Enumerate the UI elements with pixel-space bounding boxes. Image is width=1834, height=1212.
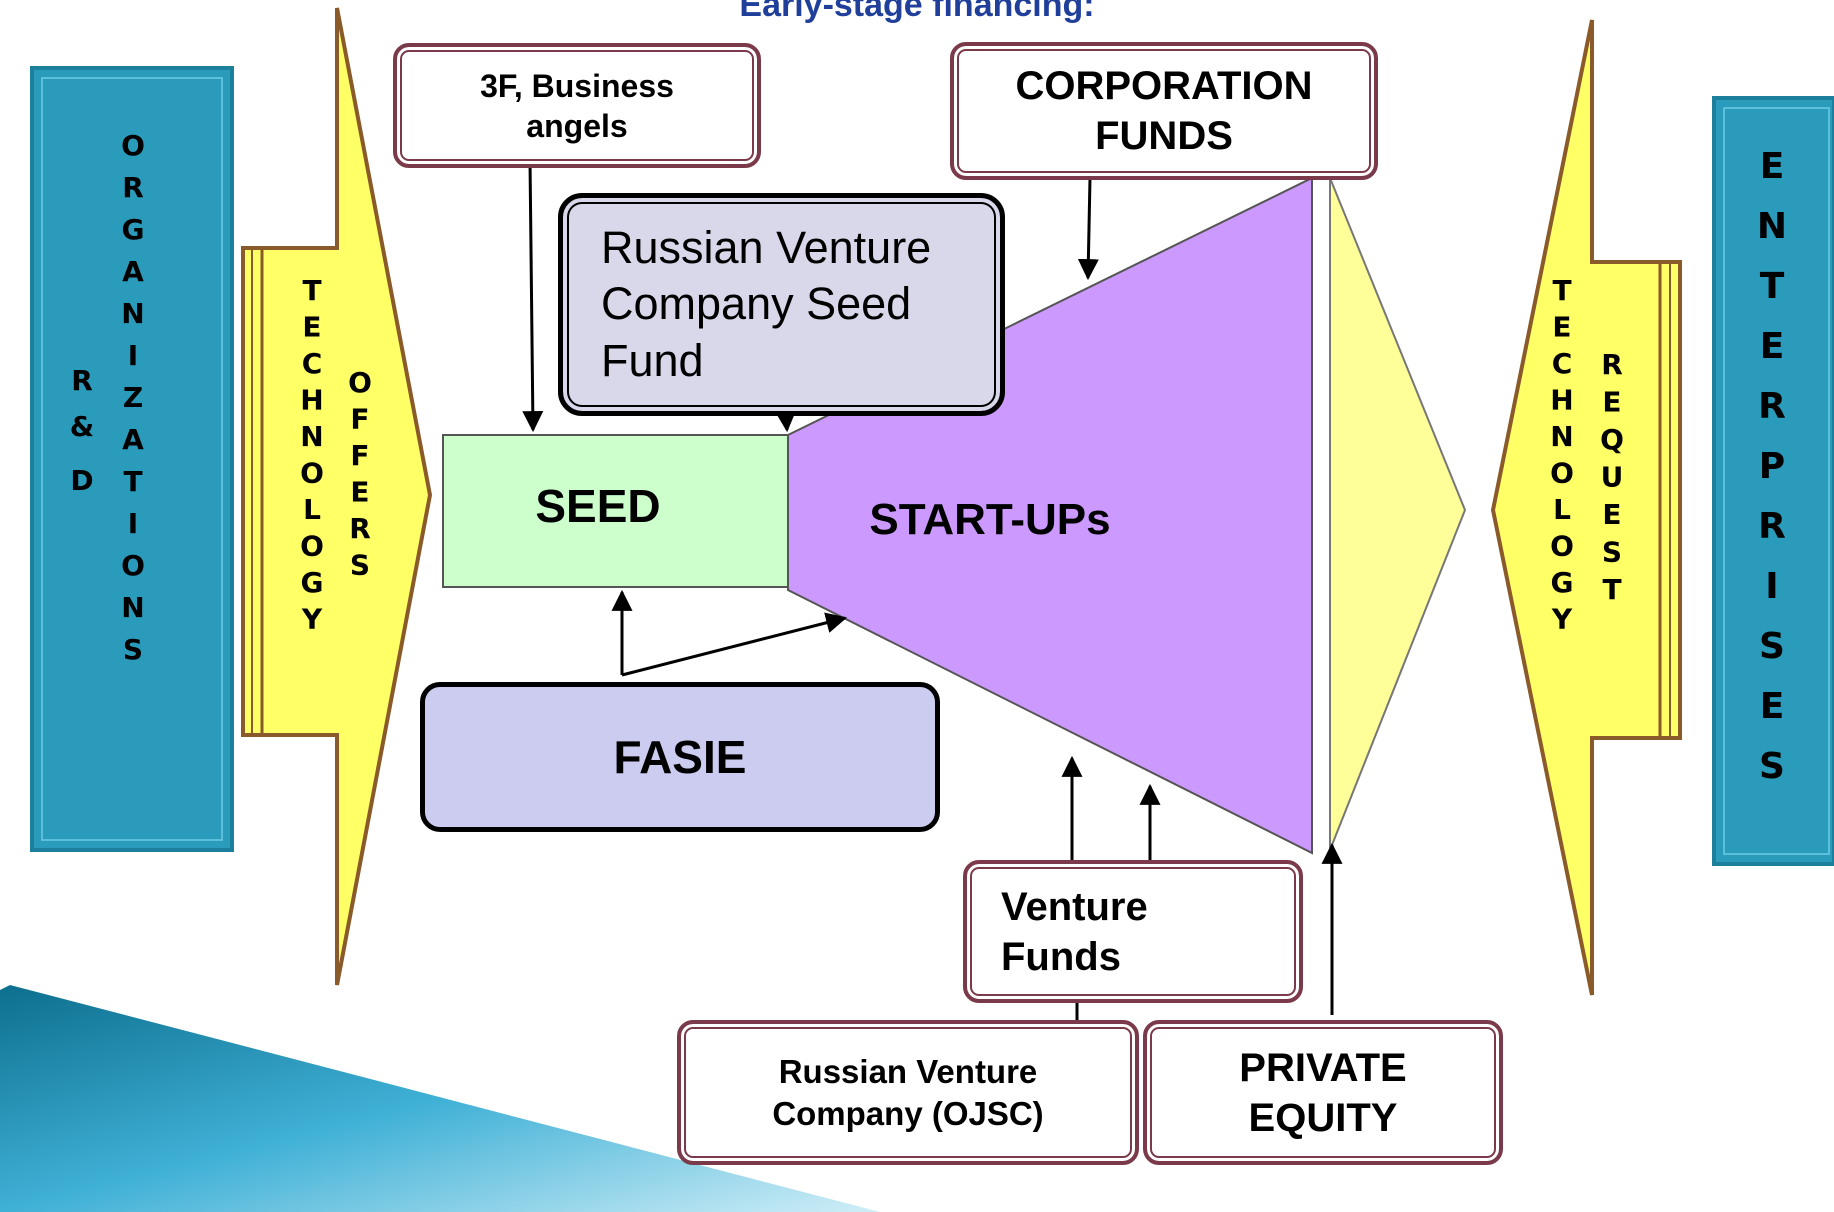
venture-funds-box: Venture Funds bbox=[963, 860, 1303, 1003]
request-letter: S bbox=[1602, 536, 1622, 569]
organizations-letter: I bbox=[128, 507, 138, 540]
enterprises-letter: R bbox=[1758, 506, 1786, 547]
request-letter: R bbox=[1601, 348, 1623, 381]
technology-right-letter: N bbox=[1550, 420, 1573, 453]
enterprises-letter: P bbox=[1759, 446, 1785, 487]
enterprises-letter: E bbox=[1760, 146, 1785, 187]
technology-right-letter: C bbox=[1552, 347, 1573, 380]
organizations-letter: I bbox=[128, 339, 138, 372]
request-letter: T bbox=[1602, 573, 1621, 606]
technology-left-letter: C bbox=[302, 347, 323, 380]
technology-right-letter: O bbox=[1550, 457, 1574, 490]
technology-offers-arrow bbox=[241, 7, 433, 986]
arrow-fasie-to-startups bbox=[621, 612, 848, 677]
technology-left-letter: H bbox=[300, 384, 323, 417]
offers-letter: F bbox=[350, 403, 369, 436]
venture-funds-text: Venture Funds bbox=[1001, 884, 1148, 979]
technology-right-letter: L bbox=[1553, 493, 1571, 526]
technology-left-letter: O bbox=[300, 530, 324, 563]
technology-left-letter: L bbox=[303, 493, 321, 526]
startups-label-wrap: START-UPs bbox=[840, 480, 1140, 560]
diagram-title: Early-stage financing: bbox=[739, 0, 1095, 24]
organizations-letter: N bbox=[121, 591, 144, 624]
offers-letter: R bbox=[349, 512, 371, 545]
offers-letter: S bbox=[350, 549, 370, 582]
angels-text: 3F, Business angels bbox=[480, 67, 674, 144]
technology-right-letter: T bbox=[1552, 274, 1571, 307]
enterprises-panel bbox=[1712, 96, 1834, 866]
request-letter: E bbox=[1602, 498, 1621, 531]
request-letter: Q bbox=[1600, 423, 1624, 456]
technology-left-letter: E bbox=[302, 311, 321, 344]
organizations-letter: A bbox=[122, 423, 144, 456]
rvc-ojsc-box: Russian Venture Company (OJSC) bbox=[677, 1020, 1139, 1165]
organizations-letter: A bbox=[122, 255, 144, 288]
enterprises-letter: S bbox=[1759, 626, 1785, 667]
enterprises-letter: R bbox=[1758, 386, 1786, 427]
angels-box: 3F, Business angels bbox=[393, 43, 761, 168]
enterprises-letter: S bbox=[1759, 746, 1785, 787]
enterprises-letter: T bbox=[1760, 266, 1785, 307]
enterprises-letter: E bbox=[1760, 326, 1785, 367]
rvc-seed-fund-box: Russian Venture Company Seed Fund bbox=[558, 193, 1005, 416]
organizations-letter: N bbox=[121, 297, 144, 330]
technology-left-letter: N bbox=[300, 420, 323, 453]
technology-left-letter: G bbox=[301, 566, 324, 599]
enterprises-letter: E bbox=[1760, 686, 1785, 727]
offers-letter: F bbox=[350, 439, 369, 472]
private-equity-box: PRIVATE EQUITY bbox=[1143, 1020, 1503, 1165]
organizations-letter: S bbox=[123, 633, 143, 666]
fasie-box: FASIE bbox=[420, 682, 940, 832]
organizations-letter: G bbox=[122, 213, 145, 246]
corporation-funds-box: CORPORATION FUNDS bbox=[950, 42, 1378, 180]
rvc-ojsc-text: Russian Venture Company (OJSC) bbox=[772, 1053, 1044, 1132]
svg-text:D: D bbox=[70, 464, 93, 497]
rd-organizations-panel bbox=[30, 66, 234, 852]
technology-right-letter: G bbox=[1551, 566, 1574, 599]
technology-right-letter: Y bbox=[1551, 603, 1573, 636]
seed-box bbox=[442, 434, 789, 588]
private-equity-wedge bbox=[1329, 177, 1467, 851]
rvc-seed-fund-text: Russian Venture Company Seed Fund bbox=[601, 222, 932, 386]
technology-left-letter: T bbox=[302, 274, 321, 307]
rd-label: R & D bbox=[70, 364, 94, 497]
decorative-swoosh bbox=[0, 985, 880, 1212]
startups-label: START-UPs bbox=[869, 495, 1111, 544]
seed-label-wrap: SEED bbox=[443, 435, 753, 577]
organizations-letter: Z bbox=[123, 381, 143, 414]
technology-request-arrow bbox=[1490, 19, 1682, 996]
technology-right-letter: O bbox=[1550, 530, 1574, 563]
enterprises-letter: N bbox=[1757, 206, 1787, 247]
technology-left-letter: Y bbox=[301, 603, 323, 636]
organizations-letter: O bbox=[121, 549, 145, 582]
technology-right-letter: H bbox=[1550, 384, 1573, 417]
offers-letter: E bbox=[350, 476, 369, 509]
technology-right-letter: E bbox=[1552, 311, 1571, 344]
fasie-label: FASIE bbox=[613, 731, 747, 783]
request-letter: U bbox=[1601, 461, 1624, 494]
svg-text:&: & bbox=[70, 410, 94, 443]
organizations-letter: T bbox=[123, 465, 142, 498]
arrow-corporation-to-startups bbox=[1077, 177, 1099, 281]
svg-text:R: R bbox=[71, 364, 93, 397]
enterprises-letter: I bbox=[1765, 566, 1778, 607]
technology-left-letter: O bbox=[300, 457, 324, 490]
corporation-funds-text: CORPORATION FUNDS bbox=[1015, 64, 1313, 158]
private-equity-text: PRIVATE EQUITY bbox=[1239, 1045, 1407, 1140]
organizations-letter: R bbox=[122, 171, 144, 204]
request-letter: E bbox=[1602, 386, 1621, 419]
offers-letter: O bbox=[348, 366, 372, 399]
seed-label: SEED bbox=[535, 480, 661, 532]
organizations-letter: O bbox=[121, 129, 145, 162]
arrow-angels-to-seed bbox=[522, 159, 544, 433]
